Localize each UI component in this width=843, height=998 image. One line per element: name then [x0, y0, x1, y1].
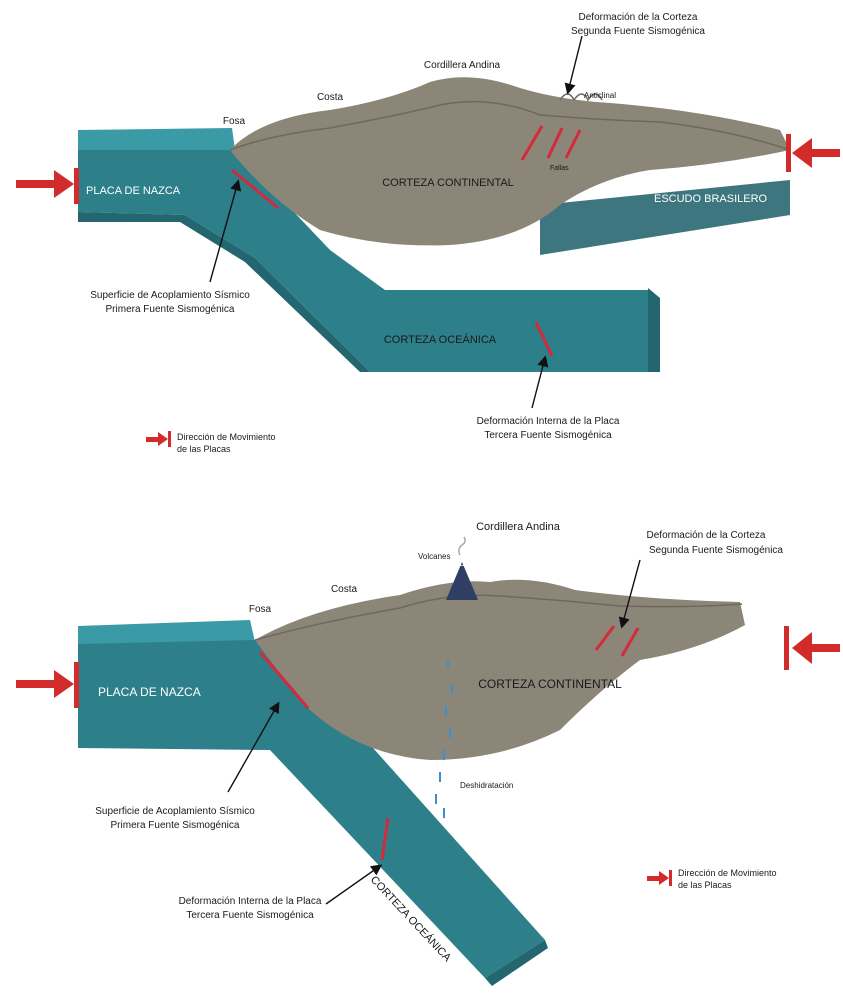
bottom-label-fosa: Fosa [249, 604, 272, 615]
bottom-legend-line2: de las Placas [678, 880, 732, 890]
top-label-costa: Costa [317, 92, 344, 103]
top-label-fallas: Fallas [550, 165, 569, 172]
top-label-deformacion-interna: Deformación Interna de la Placa [477, 416, 620, 427]
bottom-label-placa-nazca: PLACA DE NAZCA [98, 685, 201, 699]
top-legend-line1: Dirección de Movimiento [177, 432, 276, 442]
bottom-label-volcanes: Volcanes [418, 552, 450, 561]
top-label-fosa: Fosa [223, 116, 246, 127]
bottom-label-deshidratacion: Deshidratación [460, 781, 513, 790]
bottom-label-tercera-fuente: Tercera Fuente Sismogénica [186, 910, 314, 921]
volcano-icon [446, 537, 478, 600]
top-legend-line2: de las Placas [177, 444, 231, 454]
bottom-label-segunda-fuente: Segunda Fuente Sismogénica [649, 545, 783, 556]
top-legend-arrow-icon [146, 431, 171, 447]
bottom-right-arrow [784, 626, 840, 670]
top-label-anticlinal: Anticlinal [584, 91, 616, 100]
top-label-cordillera: Cordillera Andina [424, 60, 501, 71]
top-label-escudo: ESCUDO BRASILERO [654, 193, 768, 205]
bottom-label-primera-fuente: Primera Fuente Sismogénica [111, 820, 240, 831]
bottom-left-arrow [16, 662, 79, 708]
bottom-label-superficie: Superficie de Acoplamiento Sísmico [95, 806, 255, 817]
bottom-legend-arrow-icon [647, 870, 672, 886]
bottom-label-costa: Costa [331, 584, 358, 595]
bottom-label-corteza-continental: CORTEZA CONTINENTAL [478, 677, 622, 691]
top-right-arrow [786, 134, 840, 172]
bottom-label-cordillera: Cordillera Andina [476, 521, 561, 533]
bottom-label-deformacion-interna: Deformación Interna de la Placa [179, 896, 322, 907]
top-label-deformacion-corteza: Deformación de la Corteza [579, 12, 698, 23]
top-label-superficie: Superficie de Acoplamiento Sísmico [90, 290, 250, 301]
top-label-tercera-fuente: Tercera Fuente Sismogénica [484, 430, 612, 441]
top-diagram: Deformación de la Corteza Segunda Fuente… [16, 12, 840, 454]
top-label-segunda-fuente: Segunda Fuente Sismogénica [571, 26, 705, 37]
top-label-placa-nazca: PLACA DE NAZCA [86, 185, 181, 197]
top-label-corteza-continental: CORTEZA CONTINENTAL [382, 177, 514, 189]
top-label-primera-fuente: Primera Fuente Sismogénica [106, 304, 235, 315]
bottom-legend-line1: Dirección de Movimiento [678, 868, 777, 878]
top-left-arrow [16, 168, 79, 204]
bottom-diagram: Cordillera Andina Volcanes Costa Fosa De… [16, 521, 840, 986]
top-label-corteza-oceanica: CORTEZA OCEÁNICA [384, 333, 497, 346]
bottom-label-deformacion-corteza: Deformación de la Corteza [647, 530, 766, 541]
